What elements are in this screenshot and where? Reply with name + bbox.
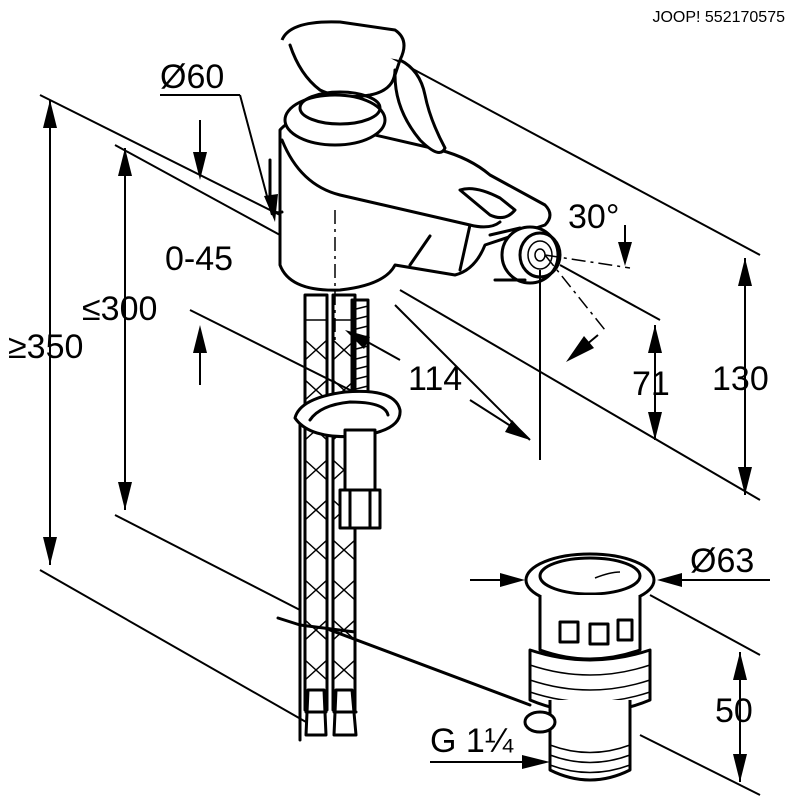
dimension-0-45 — [193, 120, 207, 385]
product-code: JOOP! 552170575 — [652, 9, 785, 26]
dimension-60 — [160, 94, 278, 222]
dimension-130 — [738, 258, 752, 495]
dimension-50 — [733, 652, 747, 782]
label-waste-diameter: Ø63 — [690, 542, 754, 580]
label-spout-reach: 114 — [408, 360, 462, 398]
label-lever-range: 0-45 — [165, 240, 233, 278]
dimension-350 — [43, 100, 57, 565]
waste-fitting — [523, 552, 656, 782]
supply-hoses — [276, 293, 532, 742]
label-waste-height: 50 — [715, 692, 753, 730]
faucet-body — [268, 20, 562, 292]
label-max-height-300: ≤300 — [82, 290, 157, 328]
label-total-height: 130 — [712, 360, 769, 398]
label-spray-angle: 30° — [568, 198, 619, 236]
dimension-300 — [118, 148, 132, 510]
label-min-height-350: ≥350 — [8, 328, 83, 366]
dimension-114 — [345, 270, 541, 460]
dimension-71 — [648, 325, 662, 440]
label-spout-height: 71 — [632, 365, 670, 403]
dimension-30 — [544, 225, 632, 362]
dimension-63 — [470, 573, 770, 587]
label-outlet-diameter: Ø60 — [160, 58, 224, 96]
label-waste-thread: G 1¼ — [430, 722, 514, 760]
dimension-thread — [430, 755, 550, 769]
